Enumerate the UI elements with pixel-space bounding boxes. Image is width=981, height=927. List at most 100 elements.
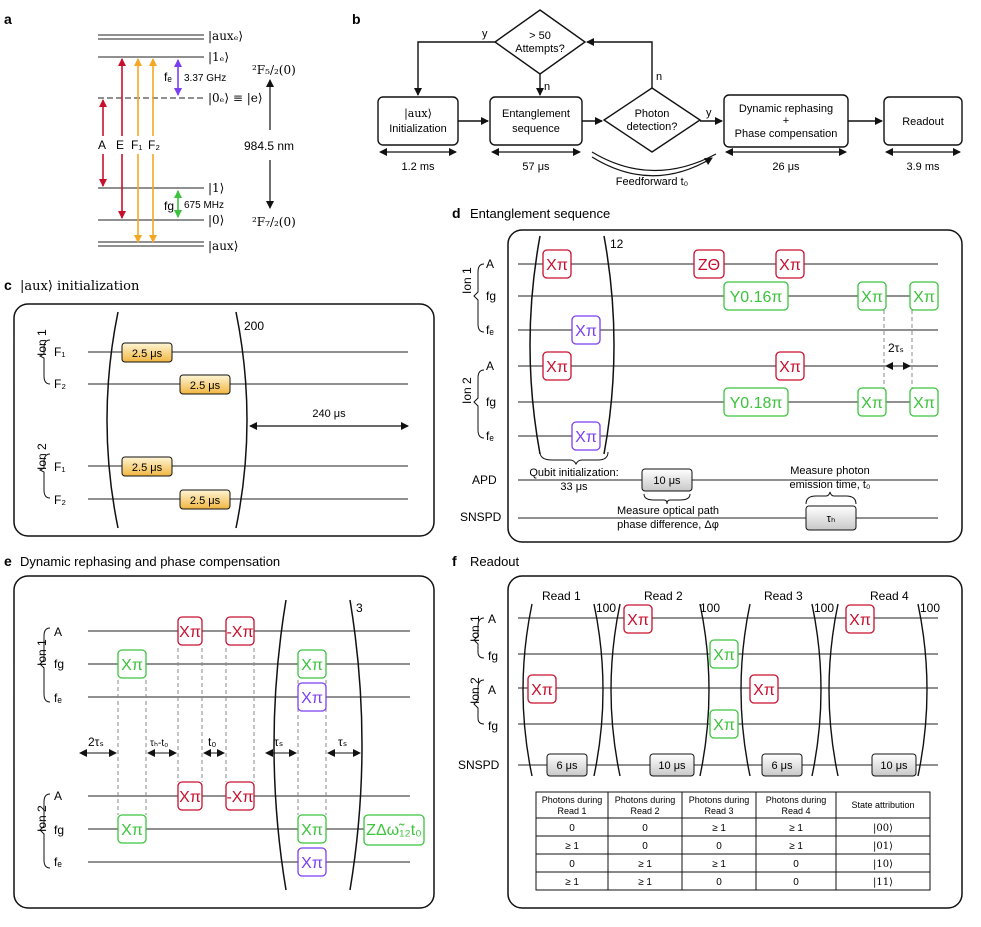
gate-x-pi: Xπ [709, 639, 739, 669]
f-a1: A [488, 612, 496, 626]
svg-text:Xπ: Xπ [121, 822, 143, 839]
panel-f: f Readout Ion 1 Ion 2 A fɡ A fɡ SNSPD Re… [452, 553, 963, 909]
panel-e: e Dynamic rephasing and phase compensati… [4, 553, 435, 909]
d-snspd: SNSPD [460, 510, 502, 524]
d-fe1: fₑ [486, 323, 494, 337]
table-cell: ≥ 1 [712, 823, 726, 834]
aux-init-text: |aux⟩Initialization [389, 107, 446, 135]
c-ion1-f2: F₂ [54, 377, 66, 391]
c-ion2-f1: F₁ [54, 460, 65, 474]
n2-label: n [656, 71, 662, 83]
label-f2: F₂ [148, 138, 160, 152]
gate-x-pi: Xπ [857, 281, 887, 311]
apd-pulse: 10 μs [641, 468, 693, 492]
f-fg2: fɡ [488, 719, 498, 733]
e-tau-s-2: τₛ [338, 735, 347, 749]
svg-text:Xπ: Xπ [779, 257, 801, 274]
table-header: State attribution [851, 800, 914, 810]
panel-e-letter: e [4, 553, 12, 569]
label-f1: F₁ [131, 138, 142, 152]
d-fg2: fɡ [486, 395, 496, 409]
panel-c: c |aux⟩ initialization Ion 1 Ion 2 F₁ F₂… [4, 277, 435, 537]
svg-text:2.5 μs: 2.5 μs [132, 462, 163, 474]
gate-x-pi: Xπ [117, 814, 147, 844]
svg-text:ZΘ: ZΘ [698, 257, 720, 274]
read-3: Read 3 [764, 589, 803, 603]
f-snspd: SNSPD [458, 758, 500, 772]
e-tau-s-1: τₛ [274, 735, 283, 749]
c-reps: 200 [244, 319, 264, 333]
svg-text:Xπ: Xπ [627, 612, 649, 629]
e-fe1: fₑ [54, 691, 62, 705]
level-one: |1⟩ [208, 181, 224, 195]
gate-x-pi: Xπ [909, 281, 939, 311]
d-fe2: fₑ [486, 429, 494, 443]
panel-a-letter: a [4, 11, 12, 27]
snspd-pulse: 6 μs [761, 753, 803, 777]
gate-x-pi: Xπ [542, 351, 572, 381]
f-fg1: fɡ [488, 649, 498, 663]
panel-d: d Entanglement sequence Ion 1 Ion 2 A fɡ… [452, 205, 963, 543]
label-a: A [98, 138, 106, 152]
fe-value: 3.37 GHz [184, 73, 226, 84]
gate-x-pi: Xπ [709, 709, 739, 739]
svg-text:Xπ: Xπ [713, 647, 735, 664]
e-reps: 3 [356, 601, 363, 615]
fg-value: 675 MHz [184, 200, 224, 211]
table-cell: 0 [642, 823, 648, 834]
e-fe2: fₑ [54, 855, 62, 869]
label-e: E [116, 138, 124, 152]
svg-text:ZΔω̃₁₂t₀: ZΔω̃₁₂t₀ [366, 822, 422, 839]
gate-x-pi: Xπ [177, 781, 203, 811]
c-pulse: 2.5 μs [179, 489, 231, 510]
panel-c-title: |aux⟩ initialization [20, 279, 140, 294]
read-2: Read 2 [644, 589, 683, 603]
svg-text:Xπ: Xπ [713, 717, 735, 734]
gate-x-pi: Xπ [177, 616, 203, 646]
fe-label: fₑ [164, 70, 172, 84]
y1-label: y [482, 28, 488, 40]
level-one-e: |1ₑ⟩ [208, 50, 229, 64]
table-cell: 0 [642, 841, 648, 852]
e-th-t0: τₕ-t₀ [150, 738, 168, 749]
svg-text:10 μs: 10 μs [653, 475, 681, 487]
gate-x-pi: Xπ [297, 814, 327, 844]
panel-b-letter: b [352, 11, 361, 27]
e-a1: A [54, 625, 62, 639]
table-cell: ≥ 1 [712, 859, 726, 870]
t4: 3.9 ms [906, 161, 940, 173]
c-ion1: Ion 1 [35, 329, 49, 356]
e-ion1: Ion 1 [35, 639, 49, 666]
f-reps-1: 100 [596, 601, 616, 615]
table-cell: ≥ 1 [638, 877, 652, 888]
table-cell: |11⟩ [873, 877, 893, 888]
gate-x-pi: Xπ [297, 847, 327, 877]
panel-a: a |auxₑ⟩ |1ₑ⟩ |0ₑ⟩ ≡ |e⟩ |1⟩ |0⟩ |aux⟩ A… [4, 11, 296, 253]
e-2tau-s: 2τₛ [88, 735, 104, 749]
gate-x-pi: Xπ [571, 315, 601, 345]
table-cell: 0 [569, 823, 575, 834]
t3: 26 μs [772, 161, 800, 173]
svg-text:2.5 μs: 2.5 μs [190, 380, 221, 392]
e-ion2: Ion 2 [35, 805, 49, 832]
d-a2: A [486, 359, 494, 373]
table-cell: 0 [716, 841, 722, 852]
gate-x-pi: Xπ [117, 649, 147, 679]
gate-minus-x-pi: -Xπ [225, 616, 255, 646]
f-reps-3: 100 [814, 601, 834, 615]
gate-x-pi: Xπ [542, 249, 572, 279]
svg-text:Xπ: Xπ [779, 359, 801, 376]
snspd-pulse: 6 μs [546, 753, 588, 777]
table-cell: ≥ 1 [565, 877, 579, 888]
read-1: Read 1 [542, 589, 581, 603]
t1: 1.2 ms [401, 161, 435, 173]
c-ion2-f2: F₂ [54, 493, 66, 507]
gate-x-pi: Xπ [857, 387, 887, 417]
snspd-pulse: 10 μs [871, 753, 917, 777]
e-t0: t₀ [208, 735, 216, 749]
